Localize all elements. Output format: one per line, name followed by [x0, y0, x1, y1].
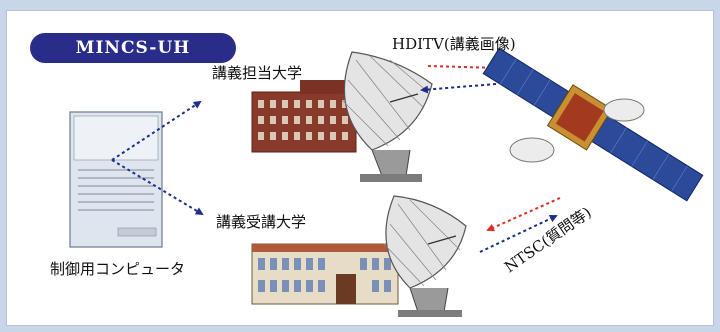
- receiving-university-label: 講義受講大学: [216, 213, 307, 231]
- system-title: MINCS-UH: [30, 33, 236, 63]
- control-computer-label: 制御用コンピュータ: [50, 260, 186, 278]
- lecture-university-label: 講義担当大学: [212, 64, 303, 82]
- receiving-university-building-icon: [251, 243, 399, 305]
- arrow-uplink-ntsc: [479, 214, 558, 253]
- dish-antenna-bottom-icon: [383, 195, 467, 317]
- hditv-label: HDITV(講義画像): [392, 35, 516, 53]
- control-computer-icon: [69, 111, 163, 248]
- arrow-downlink-ntsc: [486, 197, 561, 232]
- lecture-university-building-icon: [251, 80, 357, 153]
- satellite-icon: [482, 47, 704, 202]
- dish-antenna-top-icon: [341, 51, 433, 182]
- arrow-downlink-hditv: [420, 83, 497, 94]
